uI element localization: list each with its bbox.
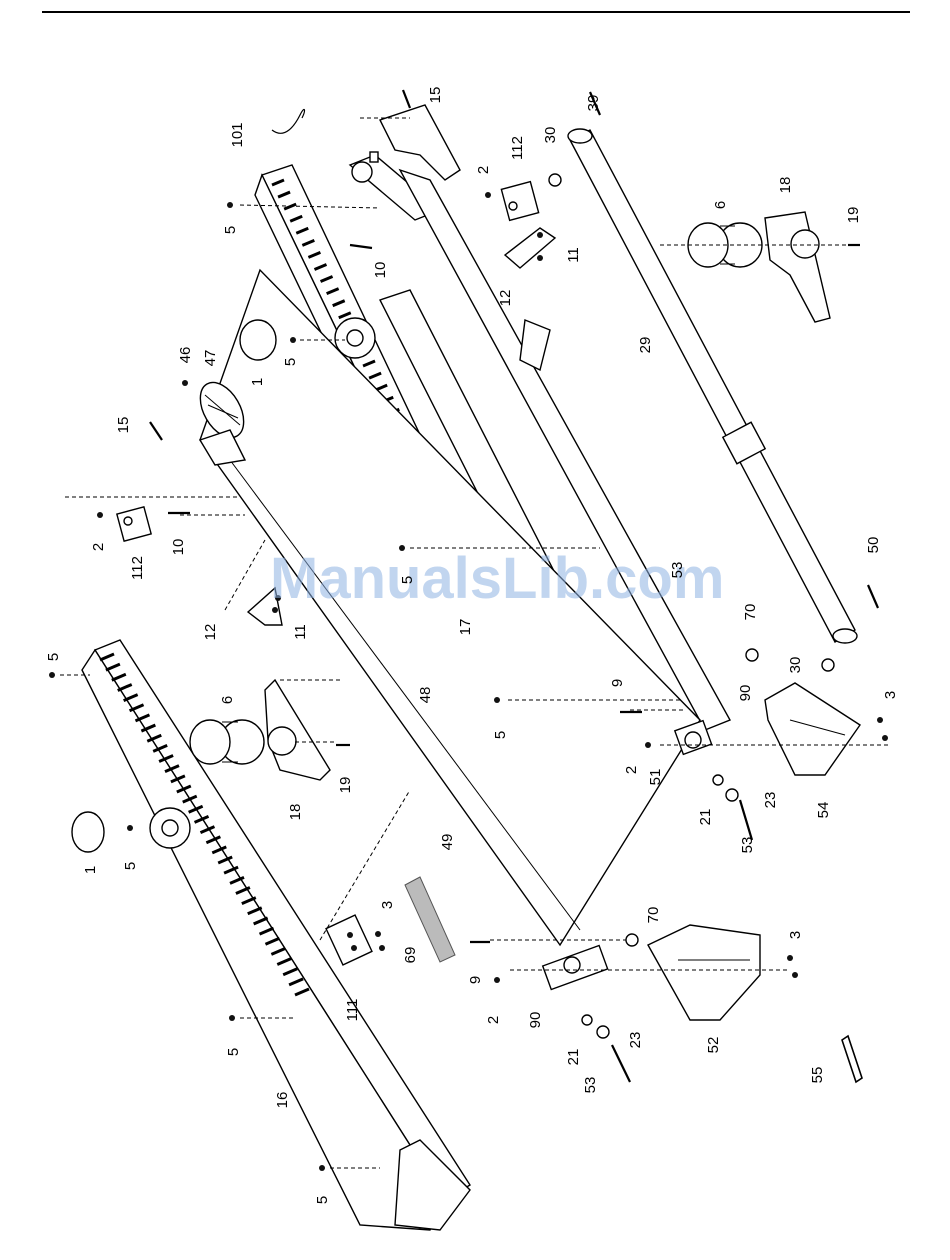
callout-label: 5 [314,1196,331,1204]
callout-label: 52 [705,1037,722,1054]
callout-label: 54 [815,802,832,819]
plate-111 [326,915,372,965]
callout-label: 70 [742,604,759,621]
callout-label: 19 [337,777,354,794]
callout-label: 12 [202,624,219,641]
callout-label: 111 [344,999,361,1022]
callout-label: 5 [282,358,299,366]
callout-label: 21 [697,809,714,826]
callout-label: 53 [739,837,756,854]
callout-label: 90 [737,685,754,702]
callout-label: 51 [647,769,664,786]
callout-label: 15 [427,87,444,104]
callout-label: 112 [509,136,526,160]
callout-label: 2 [623,766,640,774]
cover-52 [648,925,760,1020]
block-112-lower [117,507,151,541]
isolator-6-lower [190,720,264,764]
callout-label: 29 [637,337,654,354]
callout-label: 11 [292,624,309,640]
callout-label: 46 [177,347,194,364]
bracket-12-upper [505,228,555,268]
block-112-upper [501,182,538,221]
callout-label: 10 [372,262,389,279]
callout-label: 2 [485,1016,502,1024]
callout-label: 5 [492,731,509,739]
callout-label: 69 [402,947,419,964]
callout-label: 3 [882,691,899,699]
callout-label: 16 [274,1092,291,1109]
callout-label: 3 [787,931,804,939]
callout-label: 19 [845,207,862,224]
callout-label: 1 [82,866,99,874]
callout-label: 9 [609,679,626,687]
callout-label: 49 [439,834,456,851]
callout-label: 48 [417,687,434,704]
callout-label: 10 [170,539,187,556]
callout-label: 6 [712,201,729,209]
callout-label: 23 [627,1032,644,1049]
watermark: ManualsLib.com [270,546,724,611]
callout-label: 5 [399,576,416,584]
callout-label: 1 [249,378,266,386]
end-cap-1-upper [240,320,276,360]
callout-label: 5 [225,1048,242,1056]
bracket-18-upper [765,212,830,322]
callout-label: 18 [777,177,794,194]
callout-label: 2 [475,166,492,174]
callout-label: 3 [379,901,396,909]
hood-mount [350,105,460,220]
callout-label: 90 [527,1012,544,1029]
callout-label: 5 [122,862,139,870]
wrench-55 [842,1036,862,1082]
callout-label: 30 [542,127,559,144]
end-cap-1-lower [72,812,104,852]
callout-label: 101 [229,122,246,147]
callout-label: 12 [497,290,514,307]
wire-101 [272,109,304,133]
callout-label: 17 [457,619,474,636]
callout-label: 6 [219,696,236,704]
callout-label: 50 [865,537,882,554]
callout-label: 15 [115,417,132,434]
callout-label: 53 [669,562,686,579]
callout-label: 18 [287,804,304,821]
callout-label: 9 [467,976,484,984]
cover-54 [765,683,860,775]
callout-label: 112 [129,556,146,580]
callout-label: 30 [787,657,804,674]
callout-label: 39 [585,95,602,112]
callout-label: 5 [45,653,62,661]
callout-label: 70 [645,907,662,924]
callout-label: 2 [90,543,107,551]
callout-label: 11 [565,247,582,263]
callout-label: 23 [762,792,779,809]
callout-label: 53 [582,1077,599,1094]
callout-label: 55 [809,1067,826,1084]
callout-label: 21 [565,1049,582,1066]
callout-label: 47 [202,350,219,367]
callout-label: 5 [222,226,239,234]
